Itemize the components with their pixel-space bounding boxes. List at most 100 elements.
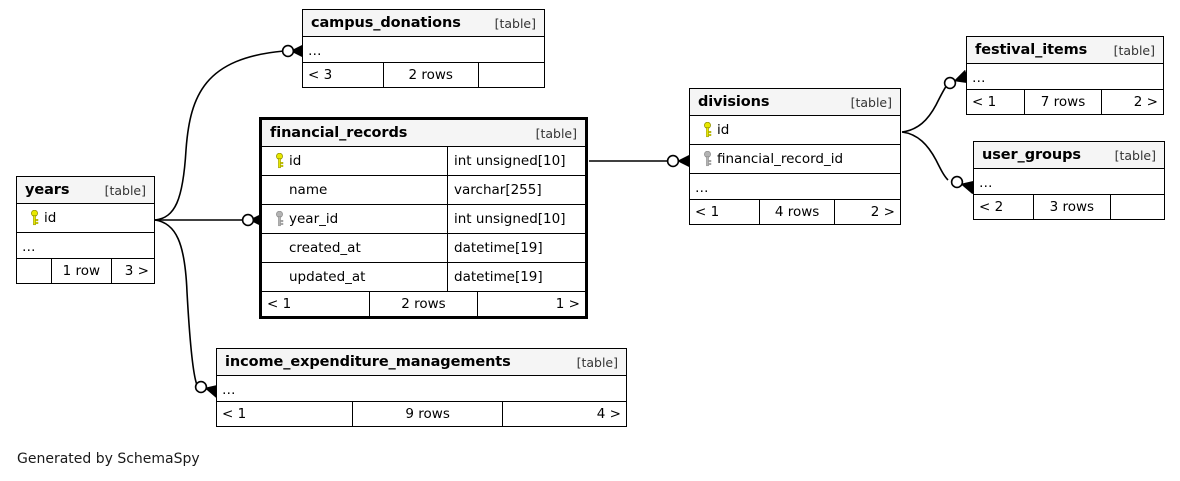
footer-next[interactable]: 1 > bbox=[555, 296, 580, 312]
table-title-years: years [table] bbox=[17, 177, 154, 204]
edge-years-income-expenditure-managements bbox=[154, 219, 221, 399]
table-kind: [table] bbox=[850, 94, 892, 110]
footer-prev[interactable]: < 1 bbox=[222, 406, 247, 422]
table-title-income-expenditure-managements: income_expenditure_managements [table] bbox=[217, 349, 626, 376]
footer-rowcount: 2 rows bbox=[368, 292, 479, 316]
table-years[interactable]: years [table] id … 1 row 3 > bbox=[16, 176, 155, 284]
table-row: id bbox=[17, 204, 154, 233]
footer-next[interactable]: 3 > bbox=[124, 263, 149, 279]
column-name-cell: id bbox=[17, 204, 154, 232]
table-title-festival-items: festival_items [table] bbox=[967, 37, 1163, 64]
foreign-key-icon bbox=[269, 211, 289, 227]
table-financial-records[interactable]: financial_records [table] id int unsigne… bbox=[259, 117, 588, 319]
footer-next[interactable] bbox=[479, 63, 544, 87]
footer-rowcount: 7 rows bbox=[1023, 90, 1103, 114]
table-footer: < 3 2 rows bbox=[303, 62, 544, 87]
table-title-divisions: divisions [table] bbox=[690, 89, 900, 116]
table-user-groups[interactable]: user_groups [table] … < 2 3 rows bbox=[973, 141, 1165, 220]
column-type: varchar[255] bbox=[447, 176, 585, 204]
table-footer: < 1 2 rows 1 > bbox=[262, 291, 585, 316]
table-kind: [table] bbox=[494, 15, 536, 31]
column-name-cell: financial_record_id bbox=[690, 145, 900, 173]
column-type: datetime[19] bbox=[447, 263, 585, 291]
table-name: campus_donations bbox=[311, 15, 461, 31]
table-footer: < 1 4 rows 2 > bbox=[690, 199, 900, 224]
column-name: id bbox=[44, 210, 57, 226]
table-ellipsis-row: … bbox=[17, 233, 154, 259]
footer-prev[interactable]: < 1 bbox=[695, 204, 720, 220]
footer-prev[interactable] bbox=[17, 259, 51, 283]
footer-prev[interactable]: < 1 bbox=[267, 296, 292, 312]
column-name: id bbox=[289, 153, 302, 169]
table-ellipsis-row: … bbox=[303, 37, 544, 63]
column-name: created_at bbox=[289, 240, 361, 256]
table-footer: < 1 9 rows 4 > bbox=[217, 401, 626, 426]
table-income-expenditure-managements[interactable]: income_expenditure_managements [table] …… bbox=[216, 348, 627, 427]
table-row: created_at datetime[19] bbox=[262, 234, 585, 263]
table-name: festival_items bbox=[975, 42, 1088, 58]
column-name-cell: name bbox=[262, 176, 447, 204]
footer-rowcount: 4 rows bbox=[759, 200, 835, 224]
table-footer: < 1 7 rows 2 > bbox=[967, 89, 1163, 114]
column-name-cell: id bbox=[690, 116, 900, 144]
table-row: financial_record_id bbox=[690, 145, 900, 174]
table-campus-donations[interactable]: campus_donations [table] … < 3 2 rows bbox=[302, 9, 545, 88]
column-type: int unsigned[10] bbox=[447, 147, 585, 175]
table-ellipsis-row: … bbox=[974, 169, 1164, 195]
table-ellipsis-row: … bbox=[690, 174, 900, 200]
column-name: financial_record_id bbox=[717, 151, 844, 167]
table-kind: [table] bbox=[535, 125, 577, 141]
table-kind: [table] bbox=[104, 182, 146, 198]
table-title-financial-records: financial_records [table] bbox=[262, 120, 585, 147]
table-divisions[interactable]: divisions [table] id bbox=[689, 88, 901, 225]
table-name: financial_records bbox=[270, 125, 408, 141]
footer-prev[interactable]: < 1 bbox=[972, 94, 997, 110]
footer-rowcount: 9 rows bbox=[351, 402, 504, 426]
footer-next[interactable]: 2 > bbox=[1133, 94, 1158, 110]
table-row: year_id int unsigned[10] bbox=[262, 205, 585, 234]
table-kind: [table] bbox=[1113, 42, 1155, 58]
table-row: name varchar[255] bbox=[262, 176, 585, 205]
primary-key-icon bbox=[697, 122, 717, 138]
column-name: id bbox=[717, 122, 730, 138]
column-name: updated_at bbox=[289, 269, 366, 285]
table-title-campus-donations: campus_donations [table] bbox=[303, 10, 544, 37]
table-name: user_groups bbox=[982, 147, 1081, 163]
table-name: income_expenditure_managements bbox=[225, 354, 511, 370]
column-name-cell: updated_at bbox=[262, 263, 447, 291]
column-name-cell: year_id bbox=[262, 205, 447, 233]
primary-key-icon bbox=[24, 210, 44, 226]
footer-rowcount: 2 rows bbox=[382, 63, 479, 87]
table-footer: < 2 3 rows bbox=[974, 194, 1164, 219]
footer-rowcount: 3 rows bbox=[1032, 195, 1111, 219]
column-name: name bbox=[289, 182, 328, 198]
footer-next[interactable] bbox=[1111, 195, 1164, 219]
table-title-user-groups: user_groups [table] bbox=[974, 142, 1164, 169]
table-row: id int unsigned[10] bbox=[262, 147, 585, 176]
footer-next[interactable]: 4 > bbox=[596, 406, 621, 422]
generator-caption: Generated by SchemaSpy bbox=[17, 451, 200, 467]
table-ellipsis-row: … bbox=[967, 64, 1163, 90]
table-festival-items[interactable]: festival_items [table] … < 1 7 rows 2 > bbox=[966, 36, 1164, 115]
column-name: year_id bbox=[289, 211, 339, 227]
edge-years-financial-records bbox=[155, 212, 264, 228]
footer-prev[interactable]: < 3 bbox=[308, 67, 333, 83]
column-type: int unsigned[10] bbox=[447, 205, 585, 233]
footer-prev[interactable]: < 2 bbox=[979, 199, 1004, 215]
table-footer: 1 row 3 > bbox=[17, 258, 154, 283]
edge-financial-records-divisions bbox=[589, 153, 692, 169]
column-name-cell: id bbox=[262, 147, 447, 175]
table-kind: [table] bbox=[1114, 147, 1156, 163]
table-row: updated_at datetime[19] bbox=[262, 263, 585, 292]
edge-divisions-festival-items bbox=[901, 69, 970, 133]
table-ellipsis-row: … bbox=[217, 376, 626, 402]
table-name: years bbox=[25, 182, 70, 198]
table-kind: [table] bbox=[576, 354, 618, 370]
table-name: divisions bbox=[698, 94, 770, 110]
foreign-key-icon bbox=[697, 151, 717, 167]
footer-rowcount: 1 row bbox=[51, 259, 112, 283]
footer-next[interactable]: 2 > bbox=[870, 204, 895, 220]
table-row: id bbox=[690, 116, 900, 145]
column-name-cell: created_at bbox=[262, 234, 447, 262]
